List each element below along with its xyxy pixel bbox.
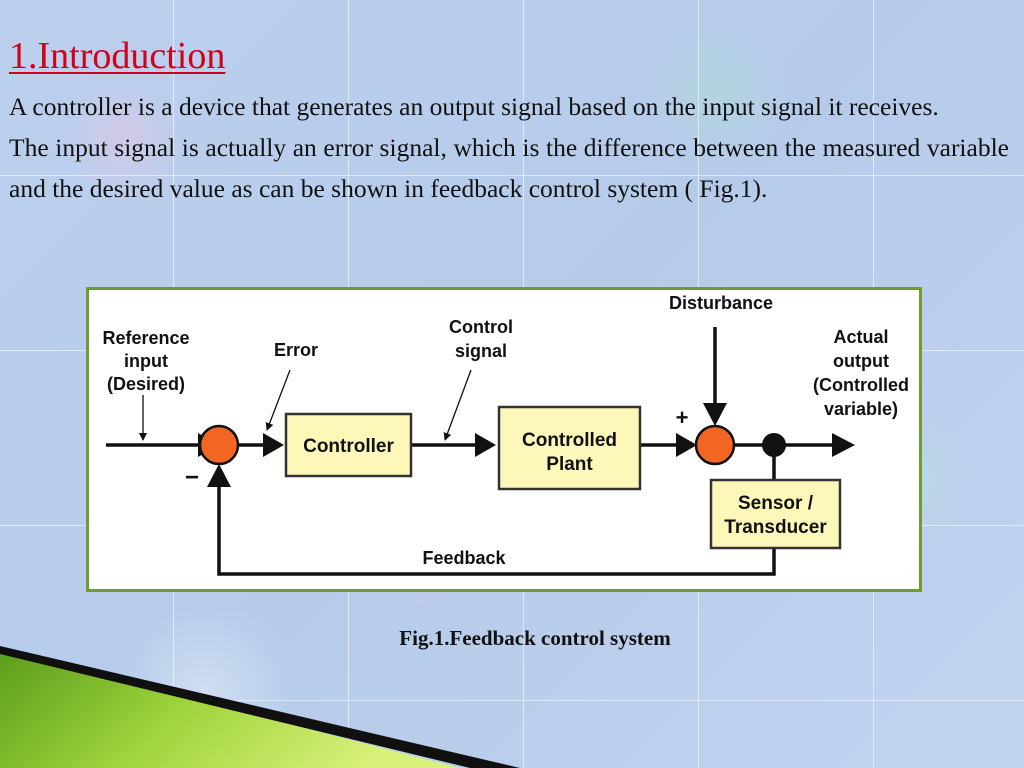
sensor-transducer-block: [709, 478, 842, 550]
arrowhead-icon: [703, 403, 727, 426]
takeoff-point: [762, 433, 786, 457]
background-tile-line: [0, 700, 1024, 701]
minus-sign-label: −: [185, 464, 199, 491]
black-swoosh-shape: [0, 646, 520, 768]
arrowhead-icon: [263, 433, 284, 457]
controller-block-label: Controller: [303, 436, 394, 457]
intro-text: A controller is a device that generates …: [9, 86, 1009, 209]
arrowhead-icon: [676, 433, 697, 457]
control-signal-label: Control: [449, 317, 513, 337]
controlled-plant-block: [497, 405, 642, 491]
feedback-label: Feedback: [422, 548, 506, 568]
pointer-line: [443, 369, 472, 441]
decorative-swoosh: [0, 646, 520, 768]
plus-sign-label: +: [676, 405, 689, 430]
feedback-path-line: [217, 485, 776, 576]
intro-paragraph: The input signal is actually an error si…: [9, 133, 1009, 203]
summing-junction: [694, 424, 736, 466]
controlled-plant-block-label: Controlled: [522, 430, 617, 451]
disturbance-label: Disturbance: [669, 293, 773, 313]
sensor-transducer-block-label: Sensor /: [738, 493, 814, 514]
controller-block: [284, 412, 413, 478]
reference-input-label: Reference: [102, 328, 189, 348]
feedback-control-diagram: Controller Controlled Plant Sensor / Tra…: [102, 293, 909, 576]
arrowhead-icon: [832, 433, 855, 457]
reference-input-label: (Desired): [107, 374, 185, 394]
control-signal-label: signal: [455, 341, 507, 361]
background-tile-line: [0, 175, 1024, 176]
sensor-transducer-block-label: Transducer: [724, 517, 827, 538]
arrowhead-icon: [475, 433, 496, 457]
actual-output-label: output: [833, 351, 889, 371]
actual-output-label: variable): [824, 399, 898, 419]
controlled-plant-block-label: Plant: [546, 454, 593, 475]
reference-input-label: input: [124, 351, 168, 371]
figure-caption: Fig.1.Feedback control system: [399, 626, 671, 650]
actual-output-label: (Controlled: [813, 375, 909, 395]
intro-paragraph: A controller is a device that generates …: [9, 92, 939, 121]
summing-junction: [198, 424, 240, 466]
pointer-line: [265, 369, 291, 431]
error-label: Error: [274, 340, 318, 360]
arrowhead-icon: [207, 464, 231, 487]
figure-frame: Controller Controlled Plant Sensor / Tra…: [86, 287, 922, 592]
actual-output-label: Actual: [833, 327, 888, 347]
slide-title: 1.Introduction: [9, 35, 226, 77]
